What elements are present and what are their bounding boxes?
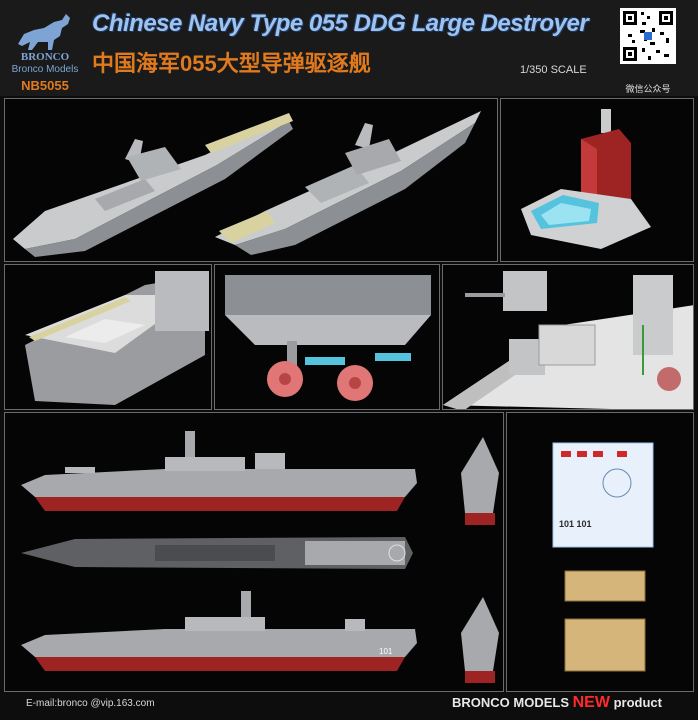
model-number: NB5055 [21, 78, 69, 93]
footer-brand-prefix: BRONCO MODELS [452, 695, 569, 710]
bronco-logo: BRONCO Bronco Models NB5055 [4, 4, 86, 94]
ship-3d-render [13, 111, 481, 257]
decal-hull-numbers: 101 101 [559, 519, 592, 529]
header-bar [0, 0, 698, 96]
hull-number-label: 101 [379, 647, 393, 656]
mast-render [521, 109, 651, 249]
panel-flight-deck [4, 264, 212, 410]
profile-views: 101 [21, 431, 499, 683]
gun-render [443, 271, 693, 409]
panel-3d-ship-views [4, 98, 498, 262]
scale-label: 1/350 SCALE [520, 64, 587, 76]
svg-text:BRONCO: BRONCO [21, 51, 70, 63]
horse-logo-icon: BRONCO [4, 4, 86, 64]
flight-deck-render [25, 271, 209, 405]
footer-brand-suffix: product [613, 695, 662, 710]
panel-propellers [214, 264, 440, 410]
decal-sheet-and-pe: 101 101 [552, 442, 654, 672]
title-english: Chinese Navy Type 055 DDG Large Destroye… [92, 10, 589, 37]
panel-decals-pe: 101 101 [506, 412, 694, 692]
panel-gun-detail [442, 264, 694, 410]
qr-code-icon [620, 8, 676, 64]
title-chinese: 中国海军055大型导弹驱逐舰 [92, 51, 371, 76]
footer-brand: BRONCO MODELS NEW product [452, 694, 662, 712]
panel-profiles: 101 [4, 412, 504, 692]
qr-caption: 微信公众号 [625, 84, 671, 94]
brand-name: Bronco Models [11, 64, 79, 75]
panel-mast-detail [500, 98, 694, 262]
propeller-render [225, 275, 431, 401]
footer-brand-new: NEW [572, 694, 610, 711]
footer-email: E-mail:bronco @vip.163.com [26, 698, 155, 709]
